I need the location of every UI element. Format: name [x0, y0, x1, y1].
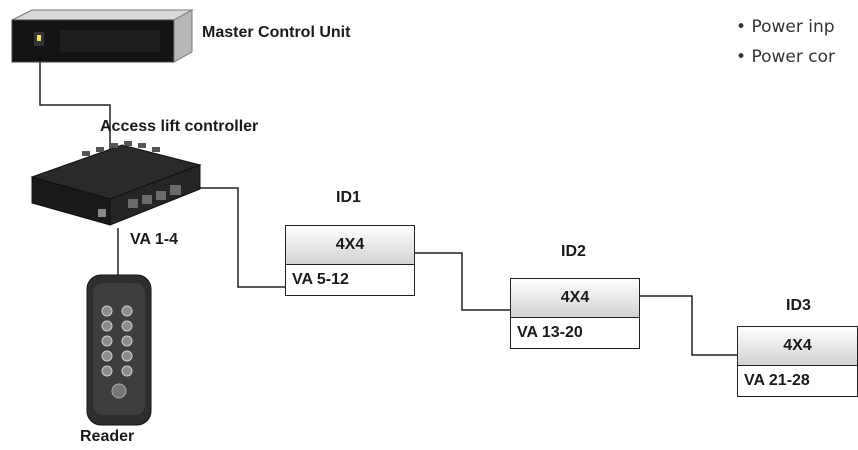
module-range: VA 13-20 — [517, 324, 583, 341]
module-id3: 4X4 VA 21-28 — [737, 326, 858, 397]
wire-id1-to-id2 — [414, 252, 510, 311]
bullet-item: Power inp — [736, 12, 835, 42]
reader-device — [86, 274, 152, 426]
module-id2-label: ID2 — [561, 243, 586, 260]
wire-master-to-controller — [39, 55, 111, 150]
module-range: VA 21-28 — [744, 372, 810, 389]
module-title: 4X4 — [511, 279, 639, 318]
access-lift-controller-label: Access lift controller — [100, 118, 259, 135]
module-id2: 4X4 VA 13-20 — [510, 278, 640, 349]
reader-label: Reader — [80, 428, 135, 445]
wire-id2-to-id3 — [639, 295, 737, 356]
module-id1: 4X4 VA 5-12 — [285, 225, 415, 296]
module-title: 4X4 — [286, 226, 414, 265]
module-id3-label: ID3 — [786, 297, 811, 314]
access-lift-controller-device — [30, 141, 202, 226]
va-main-label: VA 1-4 — [130, 231, 179, 248]
bullet-item: Power cor — [736, 42, 835, 72]
bullet-list: Power inp Power cor — [736, 12, 835, 72]
module-title: 4X4 — [738, 327, 857, 366]
module-id1-label: ID1 — [336, 189, 361, 206]
master-control-unit-label: Master Control Unit — [202, 24, 351, 41]
module-range: VA 5-12 — [292, 271, 349, 288]
master-control-unit-device — [11, 9, 194, 63]
wire-controller-to-id1 — [198, 187, 285, 288]
